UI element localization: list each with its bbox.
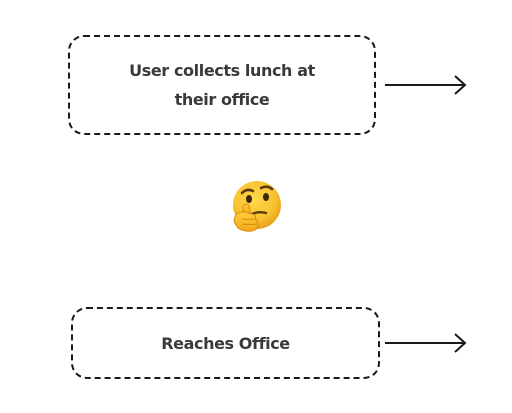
arrow-right-icon bbox=[385, 333, 467, 353]
arrow-right-icon bbox=[385, 75, 467, 95]
step-label-reaches-office: Reaches Office bbox=[161, 333, 290, 353]
step-box-reaches-office: Reaches Office bbox=[71, 307, 380, 379]
step-box-collect-lunch: User collects lunch at their office bbox=[68, 35, 376, 135]
thinking-face-icon bbox=[233, 181, 281, 232]
step-label-collect-lunch: User collects lunch at their office bbox=[129, 61, 315, 109]
